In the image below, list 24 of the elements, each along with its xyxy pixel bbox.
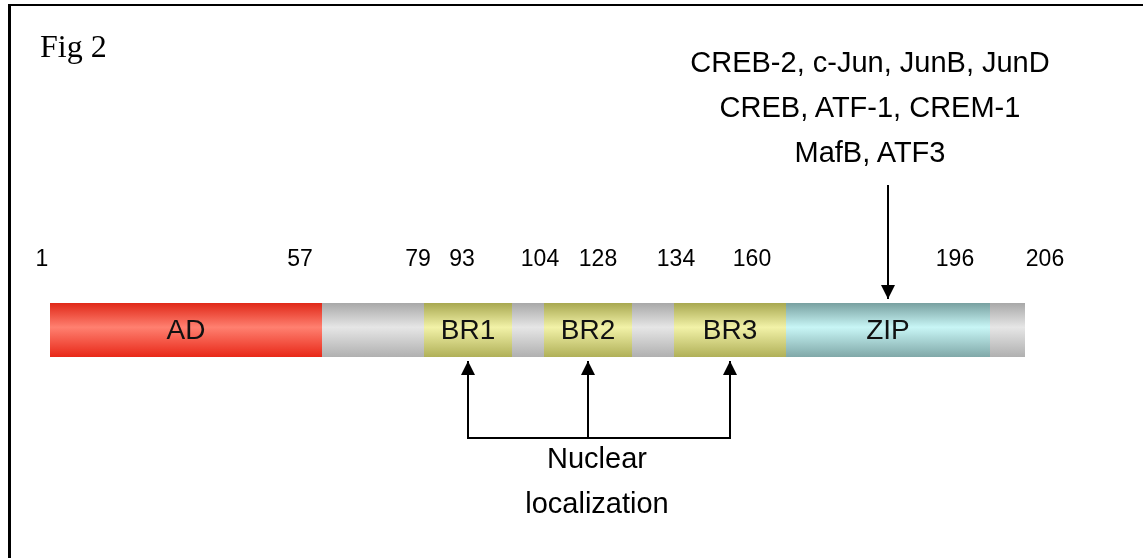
domain-segment: AD [50,303,322,357]
annotation-text: CREB-2, c-Jun, JunB, JunD [689,45,1051,80]
residue-number: 134 [656,245,696,272]
domain-segment: BR2 [544,303,632,357]
arrow [881,184,895,300]
annotation-text: MafB, ATF3 [793,135,947,170]
annotation-text: CREB, ATF-1, CREM-1 [718,90,1022,125]
residue-number: 196 [935,245,975,272]
residue-number: 104 [520,245,560,272]
annotation-text: Nuclear localization [524,441,670,521]
domain-segment: BR3 [674,303,786,357]
residue-number: 128 [578,245,618,272]
domain-segment: ZIP [786,303,990,357]
residue-number: 206 [1025,245,1065,272]
figure-title: Fig 2 [40,28,107,65]
residue-number: 1 [35,245,49,272]
residue-number: 93 [449,245,475,272]
residue-number: 160 [732,245,772,272]
residue-number: 57 [287,245,313,272]
domain-segment: BR1 [424,303,512,357]
arrow [596,360,737,439]
residue-number: 79 [405,245,431,272]
protein-bar [50,303,1025,357]
arrow [581,360,598,439]
